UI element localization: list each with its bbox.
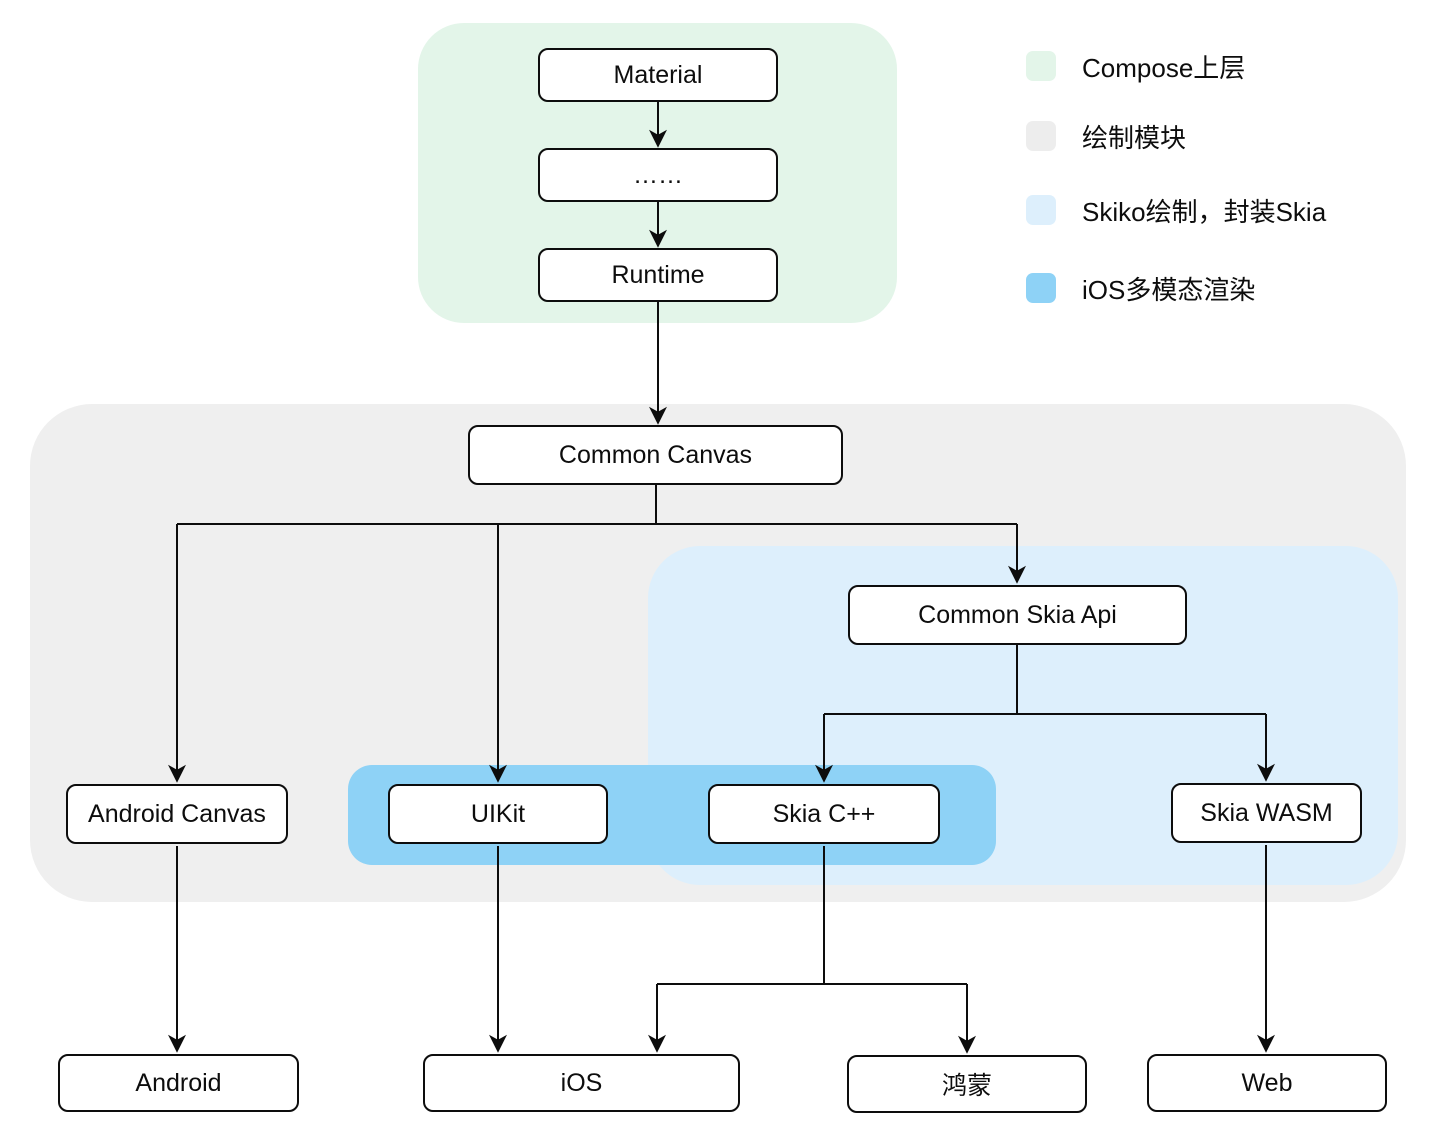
node-label: …… (633, 160, 683, 189)
node-common-canvas: Common Canvas (468, 425, 843, 485)
node-android: Android (58, 1054, 299, 1112)
node-label: Skia C++ (772, 799, 876, 828)
legend: Compose上层 绘制模块 Skiko绘制，封装Skia iOS多模态渲染 (1026, 50, 1426, 310)
node-label: Android (135, 1068, 222, 1097)
legend-label: Compose上层 (1082, 52, 1246, 83)
node-common-skia-api: Common Skia Api (848, 585, 1187, 645)
legend-item-ios-multi-render: iOS多模态渲染 (1026, 272, 1256, 305)
legend-swatch-lightblue (1026, 195, 1056, 225)
node-label: Web (1241, 1068, 1293, 1097)
node-runtime: Runtime (538, 248, 778, 302)
node-uikit: UIKit (388, 784, 608, 844)
legend-item-skiko: Skiko绘制，封装Skia (1026, 194, 1327, 227)
node-label: 鸿蒙 (941, 1072, 992, 1100)
node-label: UIKit (470, 799, 526, 828)
legend-swatch-skyblue (1026, 273, 1056, 303)
node-label: Skia WASM (1200, 798, 1333, 827)
legend-label: 绘制模块 (1082, 122, 1187, 153)
node-label: Common Skia Api (918, 600, 1117, 629)
node-label: Android Canvas (88, 799, 266, 828)
legend-label: iOS多模态渲染 (1082, 274, 1256, 305)
legend-item-draw-module: 绘制模块 (1026, 120, 1187, 153)
legend-swatch-gray (1026, 121, 1056, 151)
node-web: Web (1147, 1054, 1387, 1112)
legend-swatch-green (1026, 51, 1056, 81)
node-android-canvas: Android Canvas (66, 784, 288, 844)
node-label: Material (613, 60, 703, 89)
node-material: Material (538, 48, 778, 102)
node-ios: iOS (423, 1054, 740, 1112)
node-skia-cpp: Skia C++ (708, 784, 940, 844)
legend-label: Skiko绘制，封装Skia (1082, 196, 1327, 227)
legend-item-compose-upper: Compose上层 (1026, 50, 1246, 83)
node-skia-wasm: Skia WASM (1171, 783, 1362, 843)
node-label: Runtime (611, 260, 705, 289)
node-ellipsis: …… (538, 148, 778, 202)
node-label: iOS (560, 1068, 603, 1097)
node-harmony: 鸿蒙 (847, 1055, 1087, 1113)
node-label: Common Canvas (558, 440, 753, 469)
